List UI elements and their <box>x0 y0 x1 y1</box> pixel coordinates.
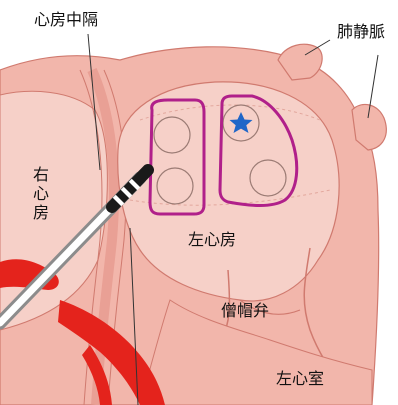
label-mitral-valve: 僧帽弁 <box>221 301 270 320</box>
pulmonary-vein-right <box>351 103 387 151</box>
label-right-atrium: 右心房 <box>32 165 49 222</box>
leader-pulmonary-vein <box>304 39 331 56</box>
catheter-tip <box>106 164 154 213</box>
vein-ostium-right-lower <box>249 159 287 197</box>
label-atrial-septum: 心房中隔 <box>34 10 99 29</box>
vein-ostium-left-lower <box>156 167 194 205</box>
ablation-line-right <box>218 94 299 207</box>
star-icon <box>229 112 253 133</box>
ablation-line-left <box>148 98 206 216</box>
label-left-atrium: 左心房 <box>188 230 237 249</box>
label-pulmonary-vein: 肺静脈 <box>337 22 386 41</box>
label-left-ventricle: 左心室 <box>276 369 325 388</box>
left-ventricle-region <box>139 299 373 405</box>
leader-bottom <box>129 227 139 405</box>
leader-atrial-septum <box>87 33 101 171</box>
blood-vessel-lower <box>58 300 165 405</box>
pulmonary-vein-upper <box>277 43 323 81</box>
vein-ostium-left-upper <box>153 116 191 154</box>
leader-pulmonary-vein-2 <box>367 54 379 119</box>
